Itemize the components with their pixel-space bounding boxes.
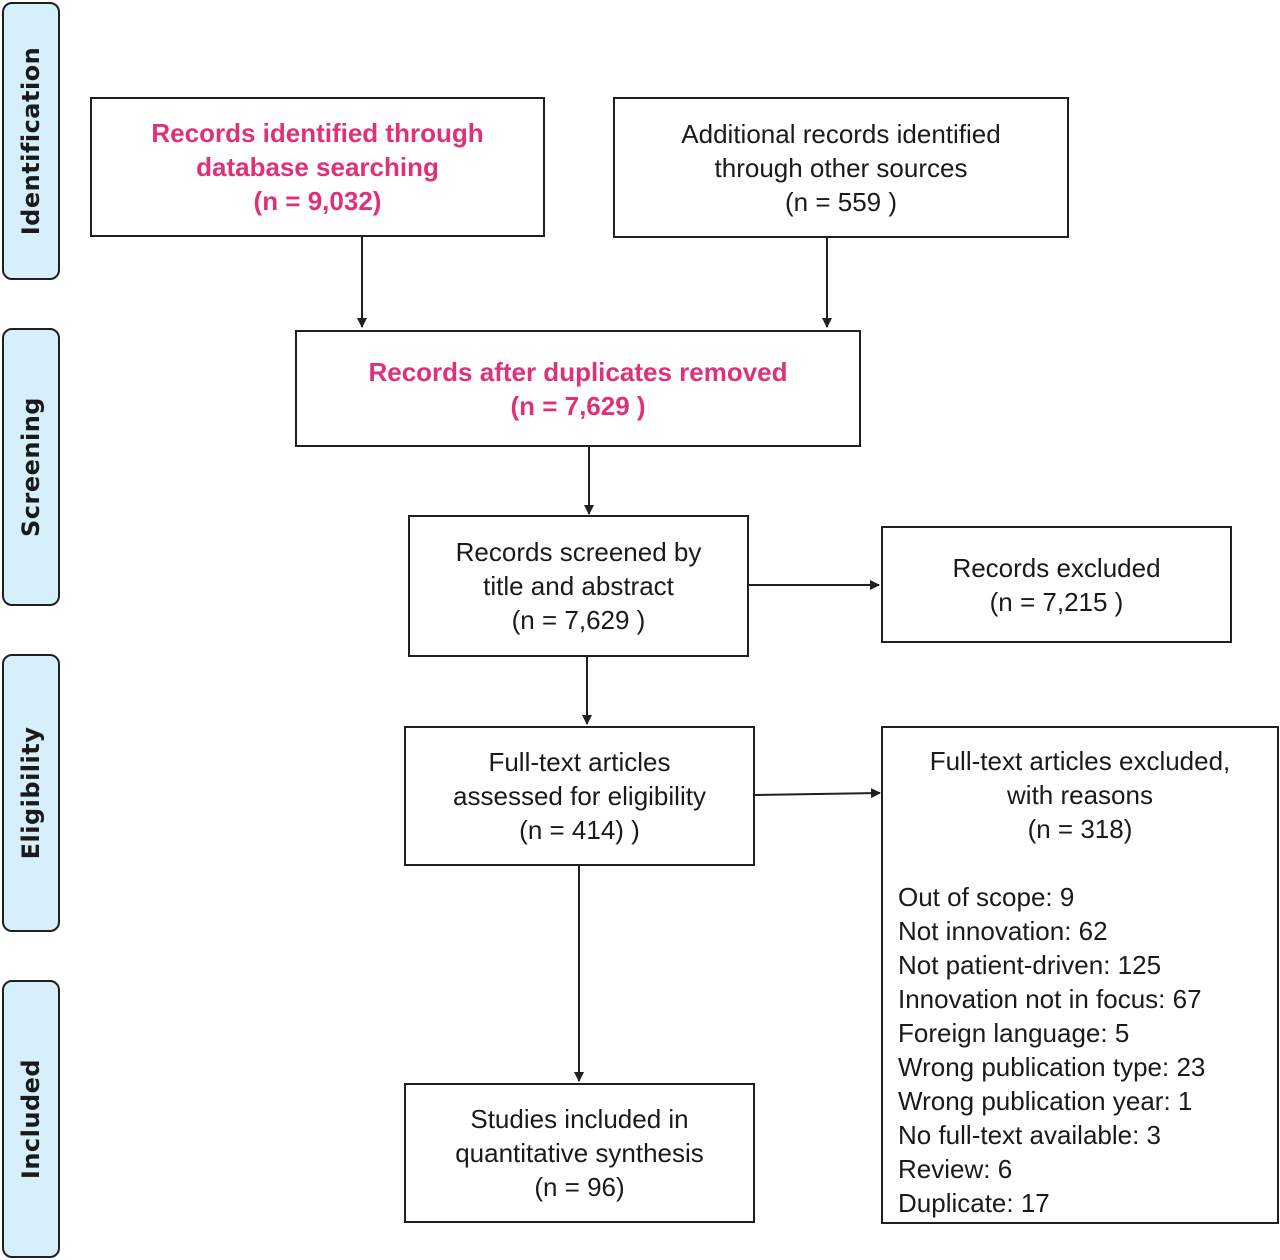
box-studies-included: Studies included in quantitative synthes… — [404, 1083, 755, 1223]
reason-item: Duplicate: 17 — [898, 1188, 1050, 1218]
fulltext-excluded-line1: Full-text articles excluded, — [929, 746, 1231, 776]
reason-item: Foreign language: 5 — [898, 1018, 1130, 1048]
fulltext-count: (n = 414) ) — [519, 815, 640, 845]
reason-item: Wrong publication year: 1 — [898, 1086, 1193, 1116]
box-database-records: Records identified through database sear… — [90, 97, 545, 237]
screened-count: (n = 7,629 ) — [511, 605, 646, 635]
box-other-sources: Additional records identified through ot… — [613, 97, 1069, 238]
fulltext-excluded-line2: with reasons — [1007, 780, 1153, 810]
reason-item: No full-text available: 3 — [898, 1120, 1162, 1150]
fulltext-line1: Full-text articles — [488, 747, 671, 777]
other-line1: Additional records identified — [681, 118, 1001, 149]
box-fulltext-excluded: Full-text articles excluded, with reason… — [881, 726, 1279, 1224]
included-count: (n = 96) — [534, 1172, 625, 1202]
fulltext-excluded-count: (n = 318) — [1027, 814, 1133, 844]
database-line2: database searching — [196, 152, 439, 182]
box-duplicates-removed: Records after duplicates removed (n = 7,… — [295, 330, 861, 447]
reason-item: Review: 6 — [898, 1154, 1013, 1184]
duplicates-line1: Records after duplicates removed — [368, 356, 788, 387]
box-records-screened: Records screened by title and abstract (… — [408, 515, 749, 657]
excluded-count: (n = 7,215 ) — [989, 586, 1124, 617]
reason-item: Not patient-driven: 125 — [898, 950, 1162, 980]
excluded-line1: Records excluded — [952, 552, 1161, 583]
stage-eligibility: Eligibility — [2, 654, 60, 932]
box-fulltext-assessed: Full-text articles assessed for eligibil… — [404, 726, 755, 866]
stage-screening: Screening — [2, 328, 60, 606]
arrow-fulltext-to-excluded — [754, 788, 881, 799]
screened-line2: title and abstract — [483, 571, 674, 601]
box-records-excluded: Records excluded (n = 7,215 ) — [881, 526, 1232, 643]
database-line1: Records identified through — [151, 118, 484, 148]
fulltext-line2: assessed for eligibility — [453, 781, 706, 811]
exclusion-reasons-list: Out of scope: 9 Not innovation: 62 Not p… — [898, 880, 1205, 1220]
stage-identification: Identification — [2, 2, 60, 280]
other-count: (n = 559 ) — [784, 186, 897, 217]
reason-item: Out of scope: 9 — [898, 882, 1075, 912]
reason-item: Not innovation: 62 — [898, 916, 1108, 946]
screened-line1: Records screened by — [455, 537, 702, 567]
included-line2: quantitative synthesis — [455, 1138, 704, 1168]
reason-item: Innovation not in focus: 67 — [898, 984, 1202, 1014]
included-line1: Studies included in — [470, 1104, 689, 1134]
database-count: (n = 9,032) — [253, 186, 382, 216]
other-line2: through other sources — [714, 152, 968, 183]
stage-included: Included — [2, 980, 60, 1258]
duplicates-count: (n = 7,629 ) — [510, 390, 646, 421]
reason-item: Wrong publication type: 23 — [898, 1052, 1206, 1082]
